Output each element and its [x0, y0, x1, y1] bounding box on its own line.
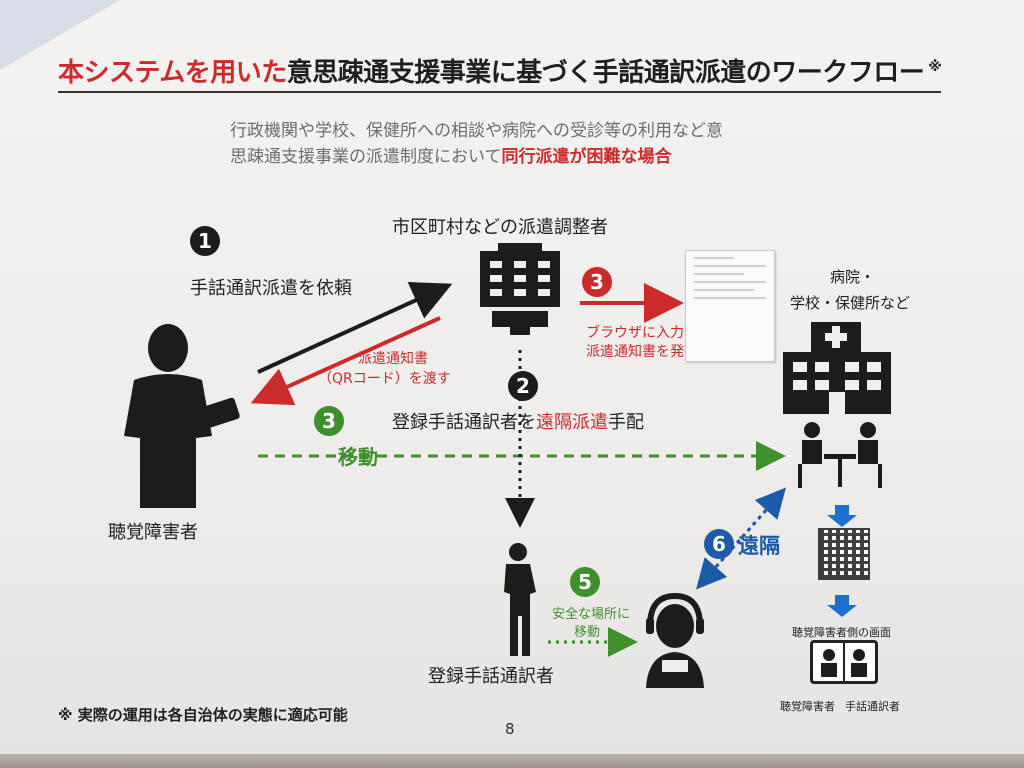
- condition-text: 行政機関や学校、保健所への相談や病院への受診等の利用など意 思疎通支援事業の派遣…: [230, 118, 850, 170]
- step3-green-label: 移動: [338, 445, 378, 469]
- step2-suffix: 手配: [608, 412, 644, 433]
- step6-label: 遠隔: [738, 534, 780, 558]
- title-red-part: 本システムを用いた: [58, 58, 287, 88]
- step1-label: 手話通訳派遣を依頼: [190, 278, 352, 299]
- step3-red-number: 3: [582, 267, 612, 297]
- condition-highlight: 同行派遣が困難な場合: [501, 147, 672, 167]
- step5-number: 5: [570, 567, 600, 597]
- coordinator-label: 市区町村などの派遣調整者: [392, 217, 608, 238]
- step5-line2: 移動: [574, 625, 601, 640]
- tablet-video-call-icon: [810, 640, 878, 684]
- dispatch-notice-document: [685, 250, 775, 362]
- step3-red-line2: 派遣通知書を発行: [586, 344, 698, 360]
- notice-line2: （QRコード）を渡す: [318, 371, 451, 387]
- step5-line1: 安全な場所に: [552, 607, 631, 622]
- step6-number: 6: [704, 529, 734, 559]
- bottom-edge: [0, 754, 1024, 768]
- notice-line1: 派遣通知書: [358, 351, 428, 367]
- step2-highlight: 遠隔派遣: [536, 412, 608, 433]
- condition-line2-prefix: 思疎通支援事業の派遣制度において: [230, 147, 502, 167]
- condition-line1: 行政機関や学校、保健所への相談や病院への受診等の利用など意: [230, 121, 723, 141]
- page-number: 8: [505, 720, 515, 738]
- interpreter-label: 登録手話通訳者: [428, 666, 554, 687]
- screen-right-caption: 手話通訳者: [845, 700, 900, 713]
- deaf-person-label: 聴覚障害者: [108, 522, 198, 543]
- headset-interpreter-icon: [646, 592, 704, 688]
- request-arrow: [257, 282, 453, 374]
- step3-red-line1: ブラウザに入力し: [586, 325, 698, 341]
- step3-green-number: 3: [314, 406, 344, 436]
- qr-down-arrow: [827, 505, 857, 527]
- step2-number: 2: [508, 371, 538, 401]
- title-black-part: 意思疎通支援事業に基づく手話通訳派遣のワークフロー: [286, 58, 925, 88]
- hospital-line2: 学校・保健所など: [790, 294, 911, 312]
- deaf-person-with-tablet-icon: [124, 324, 240, 508]
- page-curl: [0, 0, 120, 70]
- footnote: ※ 実際の運用は各自治体の実態に適応可能: [58, 706, 348, 724]
- step1-number: 1: [190, 226, 220, 256]
- screen-label: 聴覚障害者側の画面: [792, 626, 891, 639]
- qr-code-icon: [818, 528, 870, 580]
- slide-title: 本システムを用いた意思疎通支援事業に基づく手話通訳派遣のワークフロー※: [58, 52, 942, 93]
- step2-label: 登録手話通訳者を遠隔派遣手配: [392, 408, 644, 434]
- title-note-mark: ※: [928, 59, 942, 76]
- screen-left-caption: 聴覚障害者: [780, 700, 835, 713]
- notice-arrow: [250, 316, 441, 406]
- screen-down-arrow: [827, 595, 857, 617]
- step2-prefix: 登録手話通訳者を: [392, 412, 536, 433]
- hospital-icon: [783, 322, 891, 414]
- interpreter-standing-icon: [504, 543, 536, 656]
- hospital-line1: 病院・: [830, 268, 876, 286]
- meeting-table-icon: [798, 422, 882, 488]
- office-building-icon: [480, 243, 560, 335]
